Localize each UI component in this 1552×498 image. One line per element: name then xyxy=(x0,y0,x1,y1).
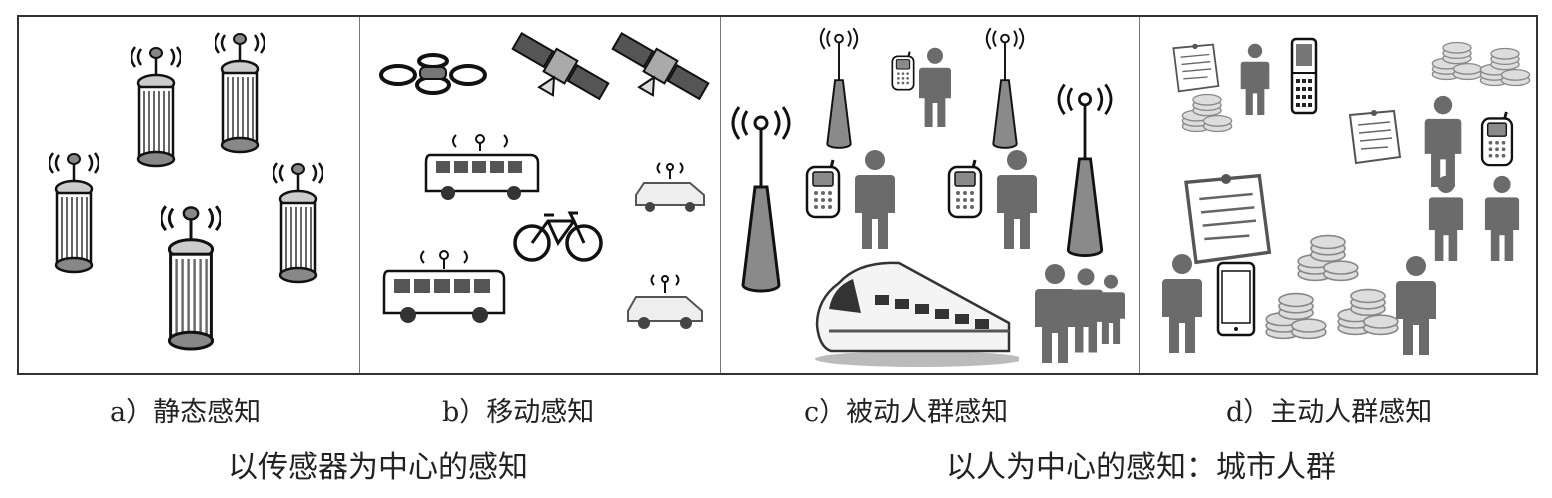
satellite-icon xyxy=(511,31,610,101)
caption-mobile-sensing: b）移动感知 xyxy=(442,397,595,428)
note-icon xyxy=(1168,41,1222,95)
caption-human-centric: 以人为中心的感知：城市人群 xyxy=(946,450,1336,485)
mobile-phone-icon xyxy=(805,157,841,221)
drone-icon xyxy=(379,53,487,95)
caption-active-crowd-sensing: d）主动人群感知 xyxy=(1226,397,1433,428)
bicycle-icon xyxy=(513,211,603,262)
coins-icon xyxy=(1180,91,1234,135)
person-icon xyxy=(919,47,951,127)
smartphone-icon xyxy=(1216,261,1256,337)
car-icon xyxy=(627,274,703,329)
coins-icon xyxy=(1336,285,1400,339)
caption-static-sensing: a）静态感知 xyxy=(110,397,262,428)
person-icon xyxy=(997,149,1037,249)
satellite-icon xyxy=(611,31,710,101)
mobile-phone-icon xyxy=(947,157,983,221)
cell-tower-icon xyxy=(983,23,1027,153)
bus-icon xyxy=(382,250,506,323)
coins-icon xyxy=(1264,289,1328,343)
static-sensor-icon xyxy=(49,147,99,277)
person-icon xyxy=(855,149,895,249)
panel-active-crowd-sensing xyxy=(1140,17,1536,373)
bus-icon xyxy=(424,134,540,200)
static-sensor-icon xyxy=(131,41,181,171)
static-sensor-icon xyxy=(273,157,323,287)
cell-tower-icon xyxy=(731,99,791,299)
panel-mobile-sensing xyxy=(360,17,720,373)
caption-sensor-centric: 以传感器为中心的感知 xyxy=(228,450,528,485)
person-icon xyxy=(1240,43,1270,115)
panel-frame xyxy=(17,15,1538,375)
train-icon xyxy=(815,261,1019,367)
panel-static-sensing xyxy=(19,17,359,373)
mobile-phone-icon xyxy=(1480,111,1514,167)
person-icon xyxy=(1396,255,1436,355)
panel-passive-crowd-sensing xyxy=(721,17,1139,373)
person-icon xyxy=(1424,95,1462,187)
coins-icon xyxy=(1478,45,1532,89)
coins-icon xyxy=(1296,231,1360,285)
person-icon xyxy=(1426,175,1466,261)
cell-tower-icon xyxy=(817,23,861,153)
static-sensor-icon xyxy=(161,199,221,355)
car-icon xyxy=(635,162,705,212)
person-icon xyxy=(1097,273,1125,345)
static-sensor-icon xyxy=(215,27,265,157)
note-icon xyxy=(1344,107,1404,167)
cell-tower-icon xyxy=(1057,77,1113,263)
person-icon xyxy=(1482,175,1522,261)
panel-divider xyxy=(359,17,360,373)
mobile-phone-icon xyxy=(891,51,915,91)
panel-divider xyxy=(720,17,721,373)
person-icon xyxy=(1162,253,1202,353)
caption-passive-crowd-sensing: c）被动人群感知 xyxy=(804,397,1009,428)
flip-phone-icon xyxy=(1290,37,1318,115)
coins-icon xyxy=(1430,39,1484,83)
panel-divider xyxy=(1139,17,1140,373)
